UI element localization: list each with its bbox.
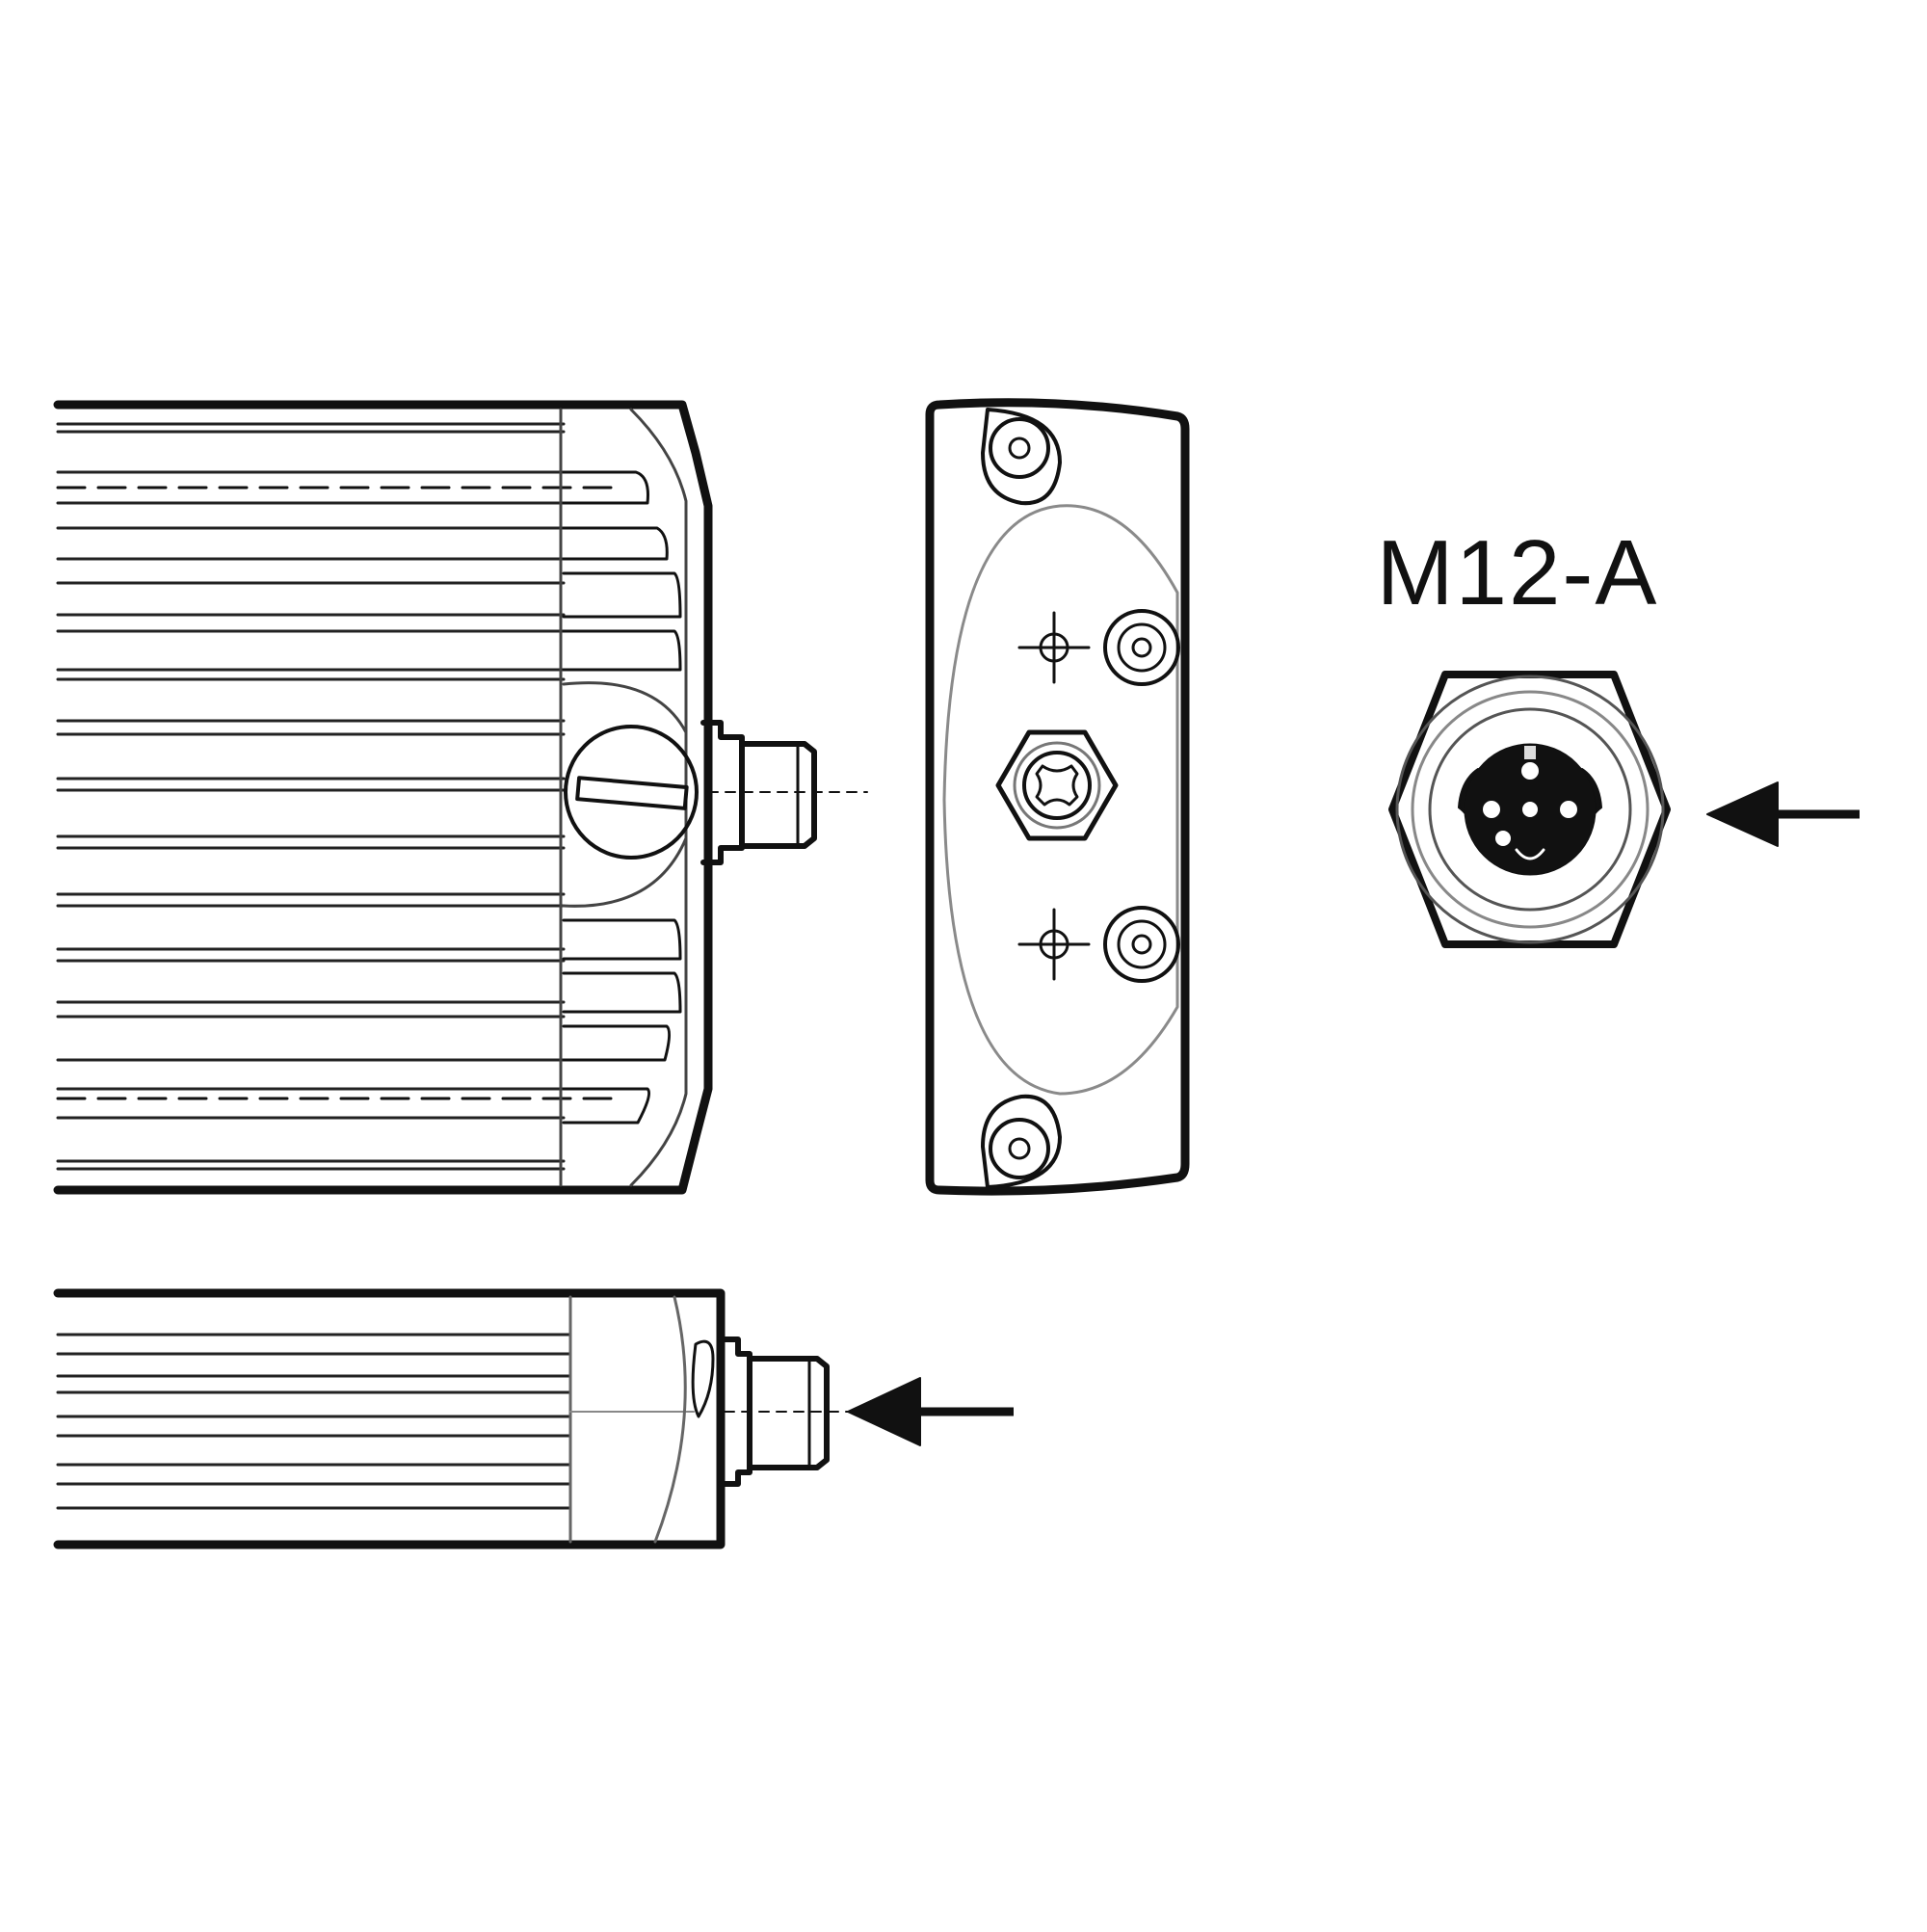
top-view-connector xyxy=(718,1337,849,1487)
cooling-fins xyxy=(56,422,566,1171)
hex-socket-screw-icon xyxy=(981,408,1062,506)
hex-socket-screw-icon xyxy=(981,1094,1062,1189)
hex-socket-screw-icon xyxy=(1103,906,1180,983)
crosshair-icon xyxy=(1017,611,1091,684)
housing-side-view xyxy=(53,400,868,1195)
side-connector xyxy=(700,720,868,865)
connector-type-label: M12-A xyxy=(1376,521,1659,624)
hex-nut xyxy=(1388,671,1671,948)
housing-end-view xyxy=(925,398,1190,1196)
m12-connector-face xyxy=(1388,671,1671,948)
rotary-switch-icon xyxy=(564,725,699,860)
arrow-left-icon xyxy=(847,1377,1014,1446)
hex-socket-screw-icon xyxy=(1103,609,1180,686)
lens-window xyxy=(942,504,1179,1096)
pin-holes xyxy=(1483,762,1577,846)
hidden-lines xyxy=(56,486,619,1100)
housing-top-outline xyxy=(53,1288,726,1549)
housing-top-view xyxy=(53,1288,849,1549)
arrow-left-icon xyxy=(1706,781,1860,847)
end-plate-outline xyxy=(925,398,1190,1196)
housing-outline xyxy=(53,400,713,1195)
top-view-fins xyxy=(56,1333,572,1510)
end-view-connector xyxy=(995,729,1119,841)
crosshair-icon xyxy=(1017,908,1091,981)
